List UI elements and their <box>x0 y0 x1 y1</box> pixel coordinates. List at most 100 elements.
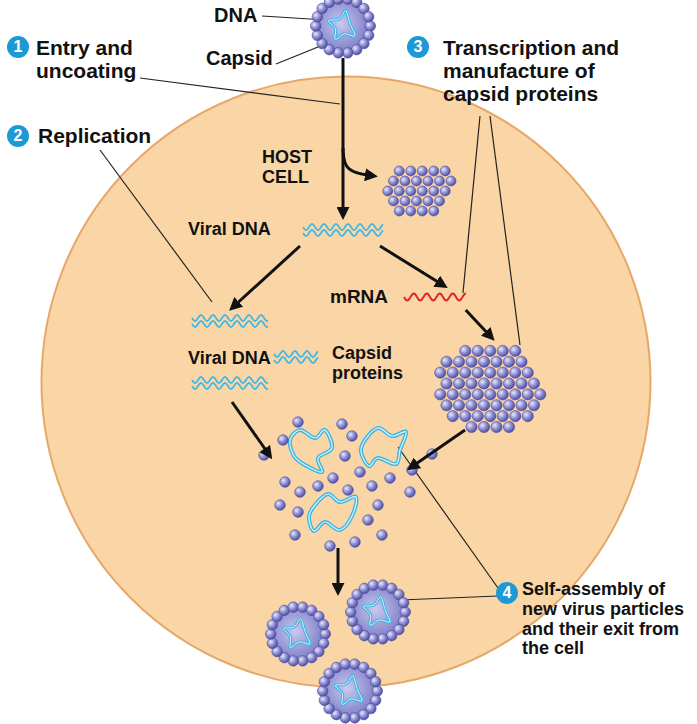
mrna: mRNA <box>328 286 470 310</box>
capsid-protein <box>272 646 283 657</box>
capsid-protein <box>478 421 489 432</box>
capsid-protein <box>370 695 381 706</box>
molecule-label: Viral DNA <box>188 349 271 369</box>
capsid-protein <box>317 38 328 49</box>
capsid-protein <box>478 378 489 389</box>
mrna-strand <box>404 294 466 301</box>
capsid-protein <box>265 629 276 640</box>
capsid-protein <box>510 389 521 400</box>
capsid-protein <box>429 186 439 196</box>
capsid-protein <box>310 21 321 32</box>
leader-line <box>398 447 498 588</box>
virus-drawing <box>310 0 375 58</box>
dna-strand <box>303 224 383 230</box>
capsid-protein <box>359 3 370 14</box>
part-label: DNA <box>214 4 257 26</box>
capsid-protein <box>453 400 464 411</box>
capsid-protein <box>516 400 527 411</box>
capsid-protein <box>528 400 539 411</box>
capsid-protein <box>347 616 358 627</box>
capsid-protein <box>400 196 410 206</box>
capsid-protein <box>406 206 416 216</box>
capsid-protein <box>377 530 388 541</box>
capsid-protein <box>331 709 342 720</box>
capsid-protein <box>347 431 358 442</box>
capsid-protein <box>427 449 438 460</box>
capsid-protein <box>345 607 356 618</box>
dna-strand <box>192 383 268 389</box>
capsid-protein <box>340 451 351 462</box>
capsid-protein <box>497 345 508 356</box>
capsid-protein <box>466 356 477 367</box>
capsid-protein <box>324 703 335 714</box>
capsid-protein <box>535 389 546 400</box>
capsid-protein <box>528 378 539 389</box>
capsid-protein <box>406 186 416 196</box>
dna-strand <box>192 321 268 327</box>
capsid-protein <box>435 196 445 206</box>
capsid-protein <box>337 419 348 430</box>
leader-line <box>140 78 340 104</box>
capsid-protein <box>351 0 362 8</box>
capsid-protein <box>503 356 514 367</box>
step-label: Transcription and manufacture of capsid … <box>443 36 648 105</box>
capsid-protein <box>288 602 299 613</box>
process-arrow <box>343 148 374 176</box>
capsid-protein <box>510 367 521 378</box>
capsid-protein <box>278 435 289 446</box>
capsid-protein <box>516 356 527 367</box>
callout-number: 2 <box>7 125 29 147</box>
viral-genome <box>328 11 355 40</box>
capsid-protein <box>503 400 514 411</box>
capsid-protein <box>446 176 456 186</box>
capsid-protein <box>435 176 445 186</box>
capsid-protein <box>485 345 496 356</box>
capsid-protein <box>417 166 427 176</box>
capsid-protein <box>447 367 458 378</box>
capsid-protein <box>324 0 335 8</box>
illustration <box>192 0 546 723</box>
leader-line <box>262 16 326 20</box>
capsid-protein <box>295 487 306 498</box>
capsid-protein <box>359 583 370 594</box>
capsid-protein <box>333 48 344 59</box>
capsid-protein <box>312 11 323 22</box>
capsid-protein <box>342 48 353 59</box>
capsid-protein <box>522 411 533 422</box>
capsid-protein <box>349 659 360 670</box>
capsid-protein <box>503 378 514 389</box>
leader-line <box>400 596 498 600</box>
capsid-protein <box>460 345 471 356</box>
viral-genome <box>335 676 362 705</box>
capsid-protein <box>478 400 489 411</box>
capsid-protein <box>407 465 418 476</box>
leader-line <box>100 150 212 302</box>
capsid-protein <box>363 30 374 41</box>
capsid-protein <box>398 616 409 627</box>
viral-genome <box>283 619 310 648</box>
capsid-protein <box>328 473 339 484</box>
capsid-protein <box>351 44 362 55</box>
capsid-protein <box>358 662 369 673</box>
capsid-protein <box>394 589 405 600</box>
capsid-protein <box>320 629 331 640</box>
capsid-protein <box>386 583 397 594</box>
capsid-protein <box>441 400 452 411</box>
capsid-protein <box>491 421 502 432</box>
capsid-protein <box>466 400 477 411</box>
capsid-protein <box>453 378 464 389</box>
viral-genome <box>290 430 332 472</box>
capsid-protein <box>503 421 514 432</box>
dna-strand <box>192 377 268 383</box>
capsid-protein <box>325 541 336 552</box>
step-label: Replication <box>38 124 151 147</box>
cell-label: HOST CELL <box>262 148 342 188</box>
capsid-protein <box>417 206 427 216</box>
molecule-label: mRNA <box>330 287 388 308</box>
capsid-protein <box>324 668 335 679</box>
capsid-protein <box>485 411 496 422</box>
leader-lines <box>100 16 520 600</box>
capsid-protein <box>259 450 270 461</box>
capsid-body <box>322 663 378 719</box>
capsid-protein <box>400 607 411 618</box>
